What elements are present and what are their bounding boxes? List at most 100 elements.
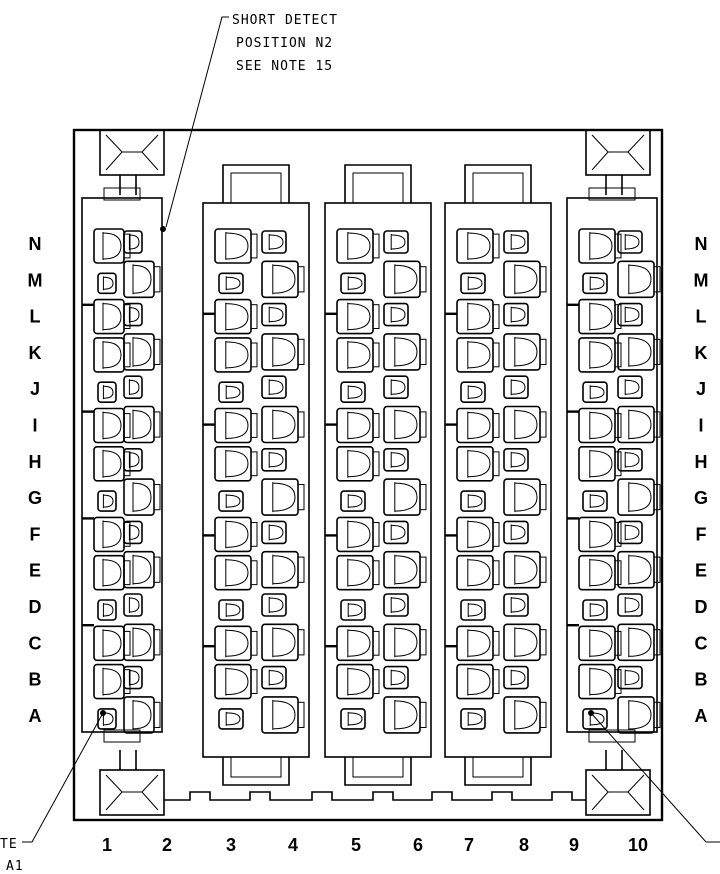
- column-label: 9: [569, 835, 579, 855]
- contact-cavity: [578, 663, 622, 700]
- contact-cavity: [383, 520, 409, 545]
- callout-leader-bl: [22, 712, 104, 843]
- column-label: 7: [464, 835, 474, 855]
- contact-cavity: [383, 696, 427, 734]
- contact-cavity: [578, 516, 622, 553]
- contact-cavity: [383, 593, 409, 617]
- contact-cavity: [456, 407, 500, 444]
- contact-cavity: [340, 490, 366, 512]
- contact-cavity: [123, 665, 143, 690]
- column-label: 8: [519, 835, 529, 855]
- row-label-left: B: [29, 670, 42, 690]
- row-label-left: M: [28, 270, 43, 290]
- contact-cavity: [582, 490, 608, 512]
- contact-cavity: [214, 663, 258, 700]
- contact-cavity: [456, 554, 500, 591]
- contact-cavity: [123, 623, 161, 662]
- callout-bl-line-1: TE: [0, 837, 18, 852]
- row-label-right: B: [695, 670, 708, 690]
- contact-cavity: [578, 298, 622, 335]
- contact-cavity: [503, 333, 547, 371]
- contact-cavity: [582, 599, 608, 621]
- contact-cavity: [261, 405, 305, 444]
- position-a10-marker: [588, 710, 594, 716]
- row-label-left: H: [29, 452, 42, 472]
- contact-cavity: [617, 260, 661, 299]
- contact-cavity: [460, 272, 486, 295]
- contact-cavity: [261, 302, 287, 327]
- row-label-left: K: [29, 343, 42, 363]
- contact-cavity: [340, 599, 366, 621]
- row-label-right: F: [696, 524, 707, 544]
- contact-module: [566, 187, 661, 743]
- contact-cavity: [336, 298, 380, 335]
- contact-cavity: [456, 337, 500, 373]
- column-label: 2: [162, 835, 172, 855]
- contact-cavity: [383, 375, 409, 400]
- contact-cavity: [340, 272, 366, 295]
- column-label: 6: [413, 835, 423, 855]
- contact-cavity: [214, 445, 258, 482]
- column-label: 4: [288, 835, 298, 855]
- contact-cavity: [460, 490, 486, 512]
- contact-cavity: [93, 407, 131, 444]
- contact-cavity: [336, 663, 380, 700]
- row-label-left: D: [29, 597, 42, 617]
- contact-cavity: [97, 272, 117, 295]
- contact-cavity: [617, 302, 643, 327]
- contact-cavity: [261, 696, 305, 734]
- callout-line-2: POSITION N2: [236, 36, 333, 51]
- contact-cavity: [456, 445, 500, 482]
- callout-line-3: SEE NOTE 15: [236, 59, 333, 74]
- contact-cavity: [617, 593, 643, 617]
- contact-cavity: [503, 593, 529, 617]
- contact-cavity: [578, 407, 622, 444]
- contact-module: [444, 164, 552, 786]
- contact-cavity: [460, 599, 486, 621]
- row-label-left: I: [32, 416, 37, 436]
- contact-cavity: [617, 333, 661, 371]
- bottom-notches: [164, 791, 586, 801]
- contact-cavity: [123, 478, 161, 516]
- contact-cavity: [582, 272, 608, 295]
- contact-cavity: [617, 405, 661, 444]
- contact-cavity: [97, 381, 117, 404]
- contact-cavity: [503, 550, 547, 589]
- contact-cavity: [582, 381, 608, 404]
- contact-cavity: [123, 260, 161, 299]
- contact-cavity: [123, 405, 161, 444]
- latch-block: [585, 129, 651, 176]
- callout-leader-top: [165, 16, 229, 228]
- latch-block: [585, 769, 651, 816]
- contact-cavity: [261, 375, 287, 400]
- contact-cavity: [503, 230, 529, 254]
- contact-cavity: [578, 445, 622, 482]
- contact-cavity: [617, 520, 643, 545]
- contact-cavity: [617, 478, 661, 516]
- contact-cavity: [336, 625, 380, 662]
- row-label-left: F: [30, 524, 41, 544]
- contact-cavity: [456, 625, 500, 662]
- contact-cavity: [383, 333, 427, 371]
- callout-leader-br: [590, 712, 720, 843]
- contact-cavity: [617, 696, 661, 734]
- contact-cavity: [383, 665, 409, 690]
- contact-cavity: [261, 623, 305, 662]
- contact-cavity: [503, 302, 529, 327]
- row-label-right: L: [696, 307, 707, 327]
- contact-cavity: [503, 447, 529, 472]
- contact-cavity: [340, 381, 366, 404]
- contact-cavity: [383, 550, 427, 589]
- contact-cavity: [336, 554, 380, 591]
- contact-cavity: [503, 623, 547, 662]
- contact-cavity: [617, 230, 643, 254]
- row-label-right: C: [695, 633, 708, 653]
- contact-cavity: [261, 550, 305, 589]
- contact-cavity: [456, 298, 500, 335]
- connector-housing: [72, 128, 664, 822]
- row-label-left: L: [30, 307, 41, 327]
- bottom-left-callout: TE A1: [0, 712, 104, 874]
